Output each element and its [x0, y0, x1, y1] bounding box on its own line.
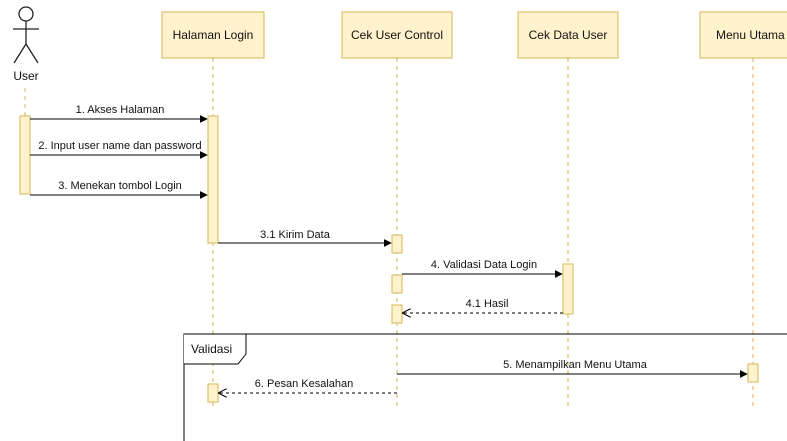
participant-cekdata: Cek Data User	[517, 11, 619, 59]
message-label: 3. Menekan tombol Login	[58, 180, 182, 192]
participant-halaman: Halaman Login	[161, 11, 265, 59]
message-5: 5. Menampilkan Menu Utama	[397, 359, 748, 378]
activation-cekuser-1	[391, 234, 403, 254]
message-label: 2. Input user name dan password	[38, 140, 201, 152]
actor-label: User	[13, 69, 38, 83]
participant-label: Menu Utama	[716, 28, 785, 42]
participant-menu: Menu Utama	[699, 11, 787, 59]
message-2: 2. Input user name dan password	[30, 140, 208, 159]
message-label: 4.1 Hasil	[466, 298, 509, 310]
message-1: 1. Akses Halaman	[30, 104, 208, 123]
message-4-1: 4.1 Hasil	[403, 298, 563, 313]
activation-cekuser-3	[391, 304, 403, 324]
activation-halaman-2	[207, 383, 219, 403]
message-label: 1. Akses Halaman	[76, 104, 165, 116]
message-label: 4. Validasi Data Login	[431, 259, 537, 271]
message-3: 3. Menekan tombol Login	[30, 180, 208, 199]
participant-label: Cek Data User	[529, 28, 608, 42]
actor-user: User	[13, 6, 39, 83]
fragment-validasi: Validasi	[183, 333, 787, 441]
participant-cekuser: Cek User Control	[341, 11, 453, 59]
activation-halaman	[207, 115, 219, 244]
participant-label: Cek User Control	[351, 28, 443, 42]
message-6: 6. Pesan Kesalahan	[219, 378, 397, 393]
activation-user	[19, 115, 31, 195]
message-3-1: 3.1 Kirim Data	[218, 229, 392, 247]
participant-label: Halaman Login	[173, 28, 254, 42]
actor-figure-icon	[13, 6, 39, 64]
message-label: 3.1 Kirim Data	[260, 229, 331, 241]
message-label: 6. Pesan Kesalahan	[255, 378, 353, 390]
message-4: 4. Validasi Data Login	[402, 259, 563, 278]
activation-menu	[747, 363, 759, 383]
message-label: 5. Menampilkan Menu Utama	[503, 359, 648, 371]
fragment-label: Validasi	[191, 342, 232, 356]
activation-cekuser-2	[391, 274, 403, 294]
activation-cekdata	[562, 263, 574, 315]
